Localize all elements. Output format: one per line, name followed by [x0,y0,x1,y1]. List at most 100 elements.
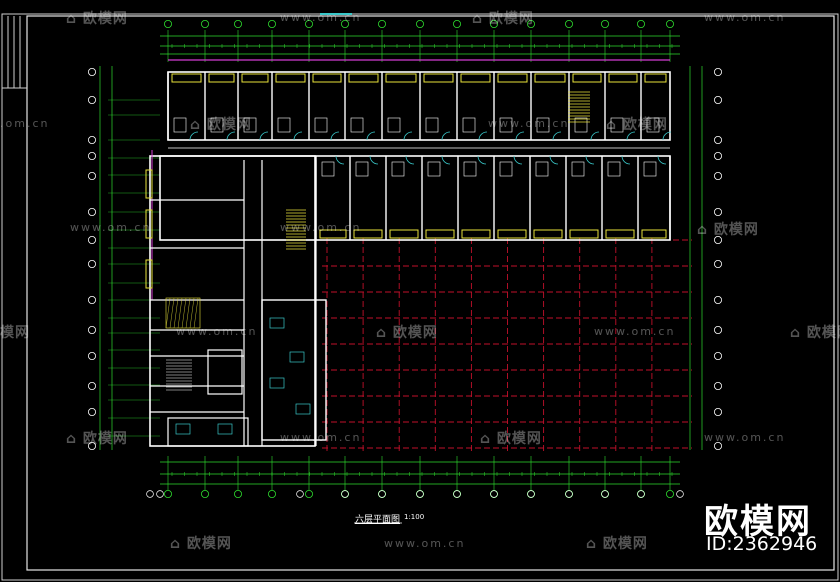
logo-icon: ⌂ [66,431,83,447]
axis-bubble-top [377,19,386,28]
axis-bubble-right [714,295,723,304]
watermark-url: www.om.cn [704,11,786,24]
bathroom [574,117,588,133]
bathroom [210,117,224,133]
watermark-brand: ⌂ 欧模网 [170,536,232,552]
watermark-url: www.om.cn [176,325,258,338]
hatched-area [165,297,201,329]
axis-bubble-bottom [666,489,675,498]
logo-icon: ⌂ [190,117,207,133]
axis-bubble-left [88,325,97,334]
watermark-brand: ⌂ 欧模网 [472,11,534,27]
window [605,229,635,239]
axis-bubble-right [714,151,723,160]
logo-icon: ⌂ [606,117,623,133]
axis-bubble-right [714,259,723,268]
logo-icon: ⌂ [697,222,714,238]
axis-bubble-right [714,235,723,244]
window [461,229,491,239]
axis-bubble-bottom [304,489,313,498]
door-swing [369,155,379,165]
door-swing [259,131,269,141]
door-swing [590,131,600,141]
axis-bubble-top [304,19,313,28]
door-swing [226,131,236,141]
door-swing [626,131,636,141]
axis-bubble-right [714,96,723,105]
door-swing [662,131,672,141]
axis-bubble-bottom [233,489,242,498]
door-swing [621,155,631,165]
axis-bubble-bottom [156,490,164,498]
axis-bubble-top [489,19,498,28]
window [641,229,667,239]
window [208,73,235,83]
hatch-line [193,297,199,329]
watermark-url: .om.cn [0,117,50,130]
hatch-line [169,297,175,329]
reception [167,417,249,447]
door-swing [441,131,451,141]
door-swing [441,155,451,165]
window [423,73,454,83]
furniture [269,377,285,389]
bathroom [173,117,187,133]
watermark-url: www.om.cn [280,431,362,444]
axis-bubble-bottom [490,490,498,498]
axis-bubble-left [88,151,97,160]
axis-bubble-bottom [527,490,535,498]
window [385,73,417,83]
axis-bubble-bottom [637,490,645,498]
window [241,73,269,83]
bathroom [462,117,476,133]
furniture [289,351,305,363]
logo-icon: ⌂ [480,431,497,447]
axis-bubble-right [714,135,723,144]
window [145,259,153,289]
axis-bubble-top [637,19,646,28]
axis-bubble-bottom [296,490,304,498]
watermark-url: www.om.cn [280,221,362,234]
axis-bubble-left [88,96,97,105]
axis-bubble-bottom [267,489,276,498]
logo-icon: ⌂ [170,536,187,552]
watermark-brand: ⌂ 欧模网 [586,536,648,552]
window [145,209,153,239]
door-swing [335,155,345,165]
hatch-line [173,297,179,329]
elevator-lobby [207,349,243,395]
axis-bubble-right [714,207,723,216]
brand-logo-text: 欧模网 [704,502,812,542]
logo-icon: ⌂ [586,536,603,552]
door-swing [293,131,303,141]
window [312,73,342,83]
axis-bubble-right [714,351,723,360]
axis-bubble-bottom [146,490,154,498]
room-band-middle [159,155,671,241]
watermark-url: www.om.cn [704,431,786,444]
axis-bubble-right [714,325,723,334]
axis-bubble-left [88,351,97,360]
window [460,73,491,83]
bathroom [425,117,439,133]
bathroom [427,161,441,177]
door-swing [515,131,525,141]
watermark-brand: ⌂ 欧模网 [376,325,438,341]
axis-bubble-top [267,19,276,28]
hatch-line [165,297,171,329]
axis-bubble-right [714,381,723,390]
axis-bubble-top [527,19,536,28]
bathroom [536,117,550,133]
bathroom [314,117,328,133]
window [569,229,599,239]
logo-icon: ⌂ [376,325,393,341]
hatch-line [189,297,195,329]
window [497,229,527,239]
axis-bubble-left [88,68,97,77]
axis-bubble-left [88,441,97,450]
axis-bubble-right [714,407,723,416]
bathroom [355,161,369,177]
axis-bubble-bottom [453,490,461,498]
furniture [217,423,233,435]
